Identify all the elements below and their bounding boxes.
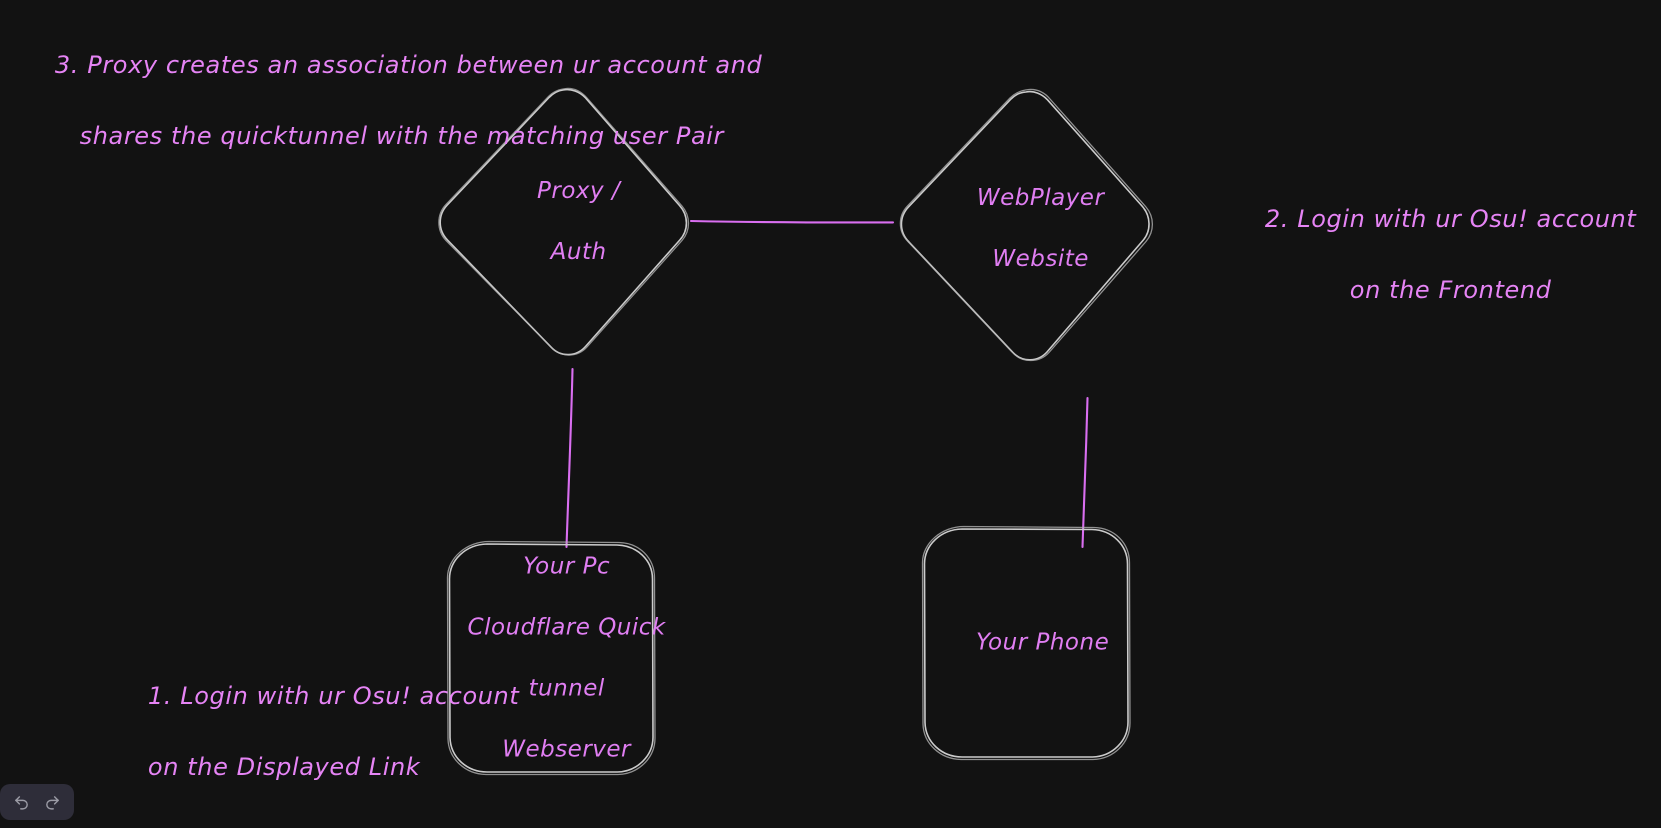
note-step-1[interactable]: 1. Login with ur Osu! account on the Dis… bbox=[115, 643, 519, 821]
note-step-3-line1: 3. Proxy creates an association between … bbox=[54, 50, 763, 79]
connector-proxy-to-webplayer[interactable] bbox=[689, 219, 895, 224]
shape-your-pc[interactable] bbox=[446, 540, 656, 776]
undo-icon bbox=[13, 794, 30, 811]
note-step-2-line2: on the Frontend bbox=[1349, 275, 1552, 304]
shape-webplayer-website[interactable] bbox=[899, 88, 1154, 362]
note-step-2-line1: 2. Login with ur Osu! account bbox=[1264, 204, 1637, 233]
connector-webplayer-to-phone[interactable] bbox=[1081, 396, 1089, 549]
note-step-1-line2: on the Displayed Link bbox=[147, 752, 421, 781]
undo-button[interactable] bbox=[8, 789, 36, 815]
redo-button[interactable] bbox=[39, 789, 67, 815]
note-step-1-line1: 1. Login with ur Osu! account bbox=[147, 681, 520, 710]
redo-icon bbox=[44, 794, 61, 811]
note-step-3[interactable]: 3. Proxy creates an association between … bbox=[22, 12, 762, 190]
shape-your-phone[interactable] bbox=[921, 525, 1131, 761]
history-toolbar bbox=[0, 784, 74, 820]
note-step-2[interactable]: 2. Login with ur Osu! account on the Fro… bbox=[1232, 166, 1636, 344]
shape-proxy-auth[interactable] bbox=[438, 87, 690, 356]
note-step-3-line2: shares the quicktunnel with the matching… bbox=[54, 121, 725, 150]
connector-proxy-to-pc[interactable] bbox=[565, 367, 574, 549]
